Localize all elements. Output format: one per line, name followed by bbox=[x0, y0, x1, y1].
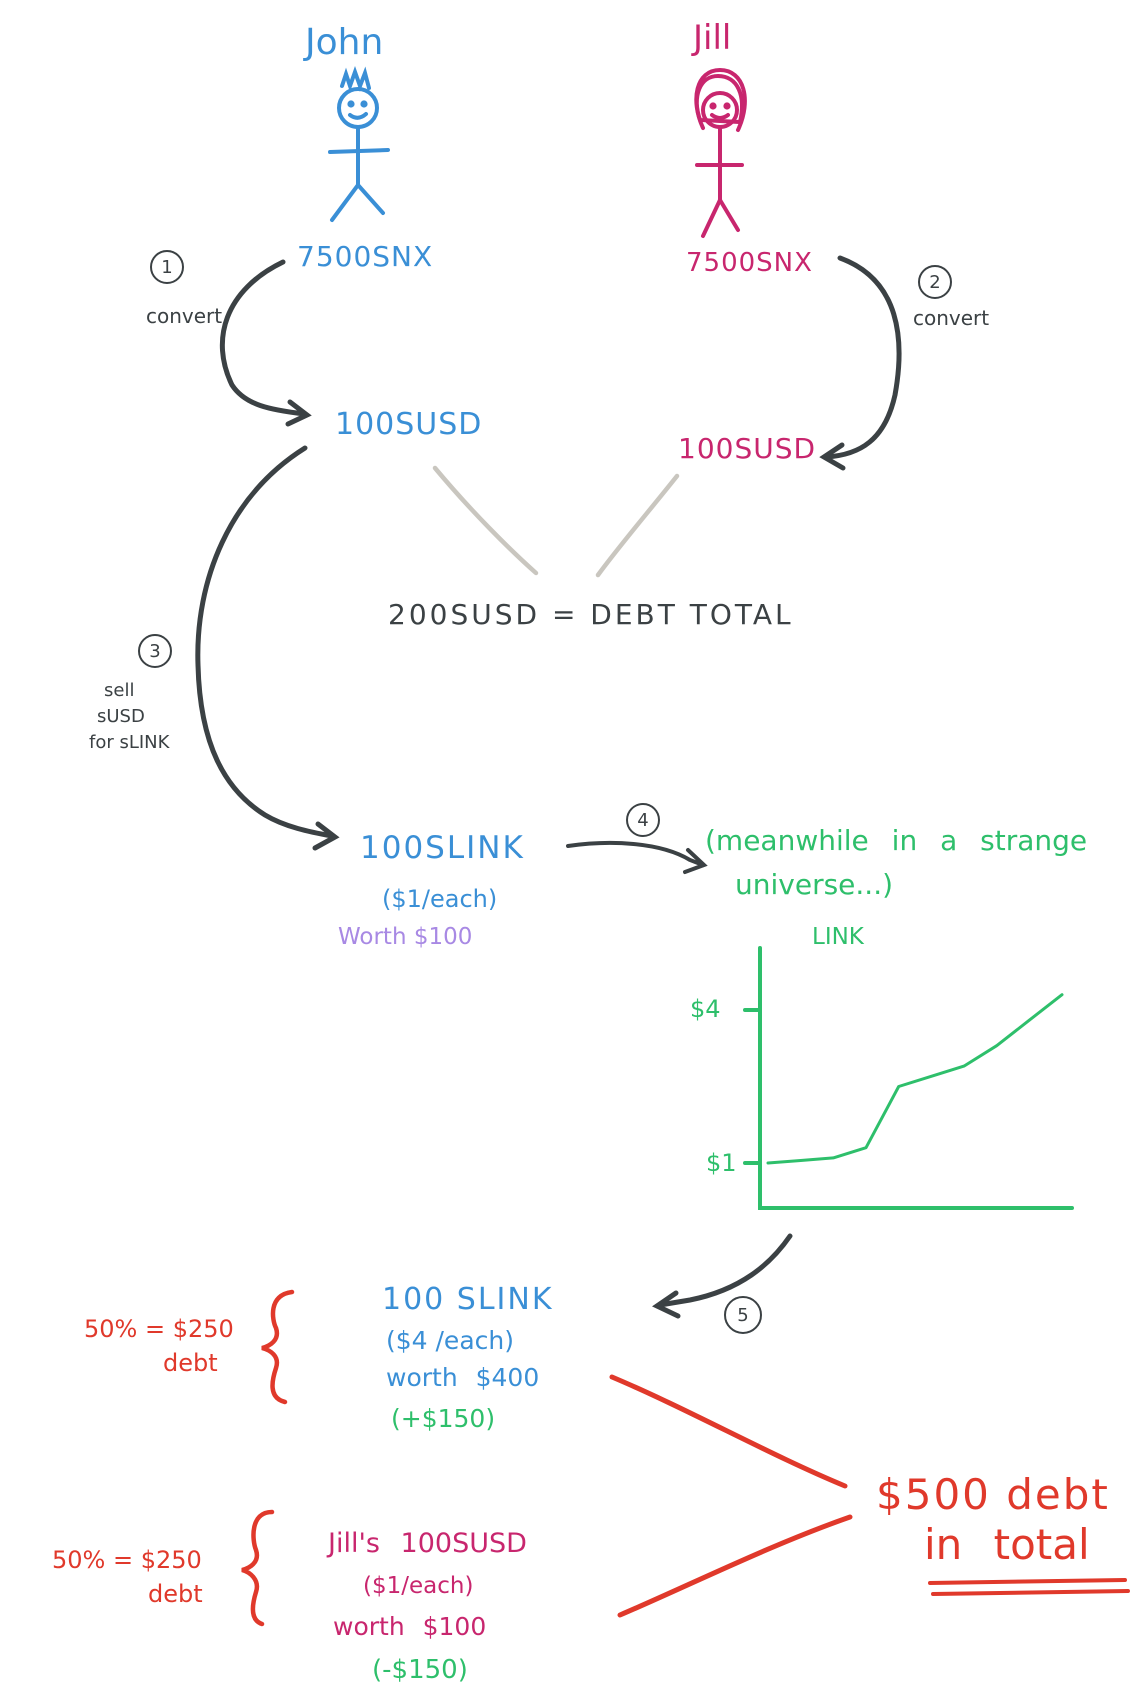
link-price-chart bbox=[743, 946, 1074, 1210]
john-after-worth: worth $400 bbox=[386, 1363, 540, 1392]
jill-after-amount: Jill's 100SUSD bbox=[328, 1528, 527, 1559]
jill-name: Jill bbox=[693, 18, 732, 58]
john-susd: 100SUSD bbox=[335, 407, 483, 442]
jill-after-price: ($1/each) bbox=[363, 1573, 474, 1599]
jill-susd: 100SUSD bbox=[678, 432, 817, 465]
step-4-badge: 4 bbox=[626, 803, 660, 837]
arrow-step-4 bbox=[566, 840, 708, 874]
chart-title: LINK bbox=[812, 924, 864, 950]
slink-price: ($1/each) bbox=[382, 885, 498, 913]
step-3-line-3: for sLINK bbox=[89, 732, 170, 753]
john-after-change: (+$150) bbox=[391, 1404, 496, 1433]
jill-figure bbox=[694, 67, 747, 238]
john-share: 50% = $250 bbox=[84, 1315, 234, 1343]
arrow-step-5 bbox=[652, 1233, 793, 1319]
meanwhile-line-2: universe...) bbox=[735, 868, 894, 901]
step-5-badge: 5 bbox=[724, 1296, 762, 1334]
slink-worth: Worth $100 bbox=[338, 924, 473, 950]
chart-series-line bbox=[766, 993, 1064, 1165]
debt-total-label: 200SUSD = DEBT TOTAL bbox=[388, 598, 794, 631]
john-share-label: debt bbox=[163, 1349, 218, 1377]
chart-y-tick-4: $4 bbox=[690, 995, 721, 1023]
debt-convergence-lines bbox=[609, 1374, 853, 1618]
arrow-step-3 bbox=[195, 445, 340, 851]
debt-connectors bbox=[432, 465, 680, 578]
john-name: John bbox=[305, 22, 384, 63]
john-snx: 7500SNX bbox=[297, 240, 434, 273]
total-debt-line-2: in total bbox=[924, 1520, 1090, 1569]
step-2-badge: 2 bbox=[918, 265, 952, 299]
step-1-label: convert bbox=[146, 304, 223, 328]
jill-share-label: debt bbox=[148, 1580, 203, 1608]
jill-share: 50% = $250 bbox=[52, 1546, 202, 1574]
arrow-step-1 bbox=[219, 259, 312, 427]
jill-after-change: (-$150) bbox=[372, 1655, 468, 1685]
john-after-price: ($4 /each) bbox=[386, 1326, 514, 1355]
brace-jill bbox=[241, 1509, 275, 1627]
brace-john bbox=[261, 1289, 295, 1405]
john-figure bbox=[328, 66, 390, 222]
chart-y-tick-1: $1 bbox=[706, 1149, 737, 1177]
arrow-step-2 bbox=[819, 255, 902, 471]
john-after-amount: 100 SLINK bbox=[382, 1282, 554, 1317]
slink-amount: 100SLINK bbox=[360, 830, 525, 866]
step-3-line-2: sUSD bbox=[97, 706, 145, 727]
step-3-badge: 3 bbox=[138, 634, 172, 668]
meanwhile-line-1: (meanwhile in a strange bbox=[705, 824, 1088, 857]
jill-after-worth: worth $100 bbox=[333, 1612, 487, 1641]
step-1-badge: 1 bbox=[150, 250, 184, 284]
jill-snx: 7500SNX bbox=[686, 248, 813, 278]
total-underline bbox=[928, 1578, 1130, 1596]
step-3-line-1: sell bbox=[104, 680, 135, 701]
total-debt-line-1: $500 debt bbox=[876, 1470, 1110, 1519]
step-2-label: convert bbox=[913, 306, 990, 330]
